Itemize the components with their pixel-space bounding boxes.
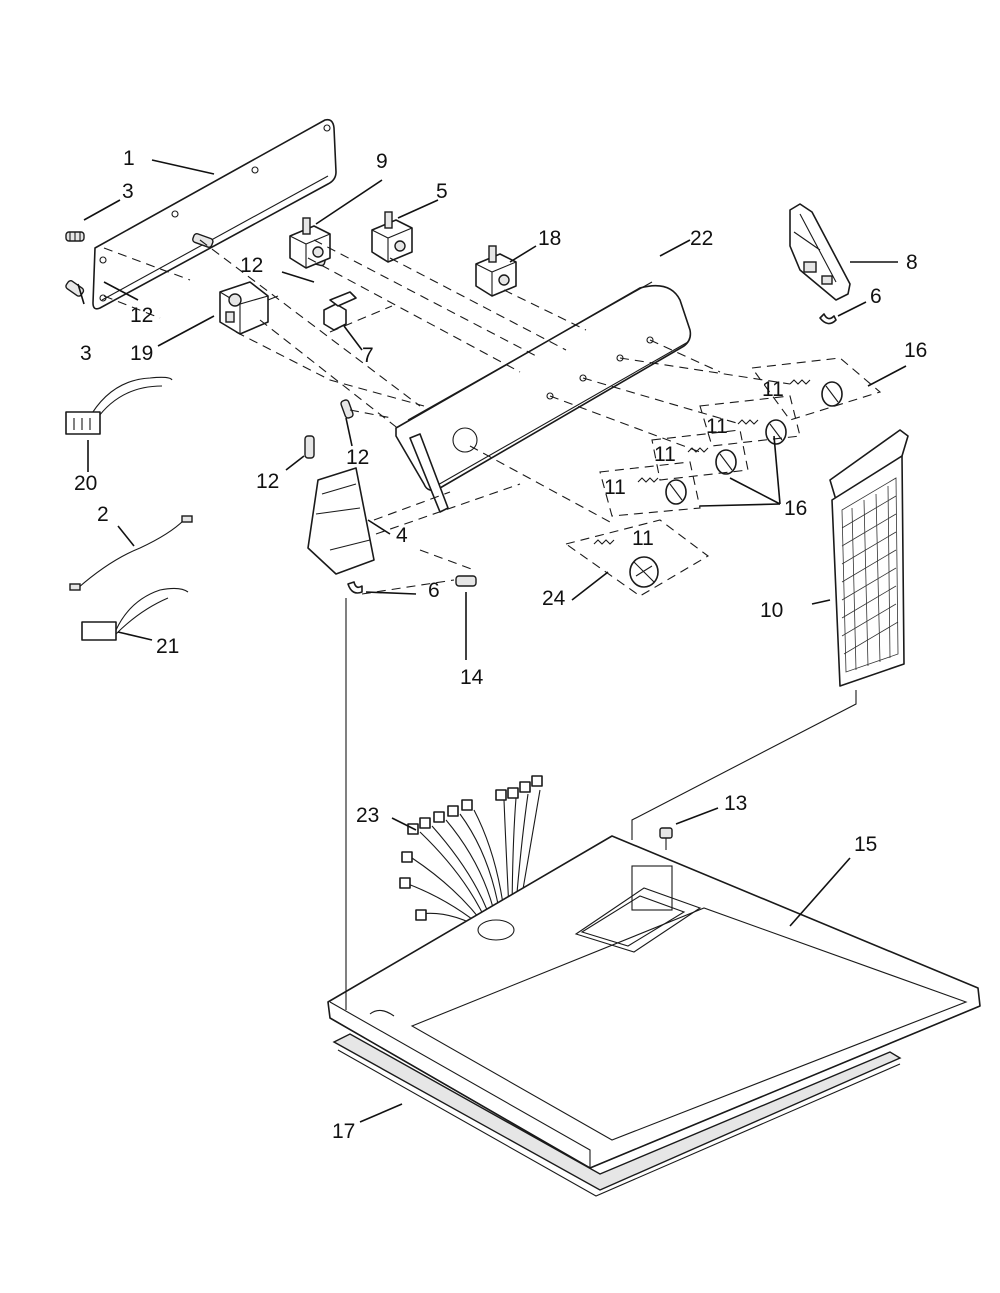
part-6-clip-left [347,581,363,594]
part-24-knob [629,556,659,588]
callout-13: 13 [724,792,747,815]
part-21-harness [81,587,189,641]
callout-4: 4 [396,524,408,547]
callout-14: 14 [460,666,484,689]
callout-19: 19 [130,342,153,365]
callout-17: 17 [332,1120,355,1143]
part-11-spring-1 [789,379,811,385]
callout-16-bottom: 16 [784,497,807,520]
callout-5: 5 [436,180,448,203]
callout-24: 24 [542,587,566,610]
part-19-timer [219,281,279,335]
callout-9: 9 [376,150,388,173]
part-3-screw-lower [65,280,85,297]
callout-12-left: 12 [256,470,279,493]
part-2-wire [69,515,193,591]
callout-11-a: 11 [762,378,784,401]
part-9-switch [289,217,331,269]
part-12-screw-console-mid [340,399,354,419]
callout-12-upper: 12 [240,254,263,277]
callout-6-left: 6 [428,579,440,602]
part-17-gasket [332,1033,902,1197]
callout-6-right: 6 [870,285,882,308]
part-16-knob-4 [665,479,687,505]
callout-12-mid: 12 [346,446,369,469]
part-7-switch-clip [323,291,357,331]
part-22-control-console [395,281,692,513]
part-5-switch [371,211,413,263]
callout-11-e: 11 [632,527,654,550]
part-11-spring-2 [737,419,759,425]
callout-20: 20 [74,472,97,495]
callout-23: 23 [356,804,379,827]
part-6-clip-right [819,313,837,325]
callout-10: 10 [760,599,783,622]
part-12-screw-console [304,435,315,459]
callout-8: 8 [906,251,918,274]
callout-21: 21 [156,635,179,658]
part-13-screw [659,827,673,850]
callout-7: 7 [362,344,374,367]
callout-3-upper: 3 [122,180,134,203]
callout-22: 22 [690,227,713,250]
part-14-screw [455,575,477,587]
callout-1: 1 [123,147,135,170]
part-3-screw-upper [65,231,85,242]
part-12-screw-bracket [192,232,214,248]
part-8-end-bracket [789,203,851,301]
callout-2: 2 [97,503,109,526]
callout-11-b: 11 [706,415,728,438]
callout-11-d: 11 [604,476,626,499]
part-4-end-cap [307,467,375,575]
part-18-switch [475,245,517,297]
part-20-harness [65,376,173,435]
part-10-lint-screen [829,429,909,687]
part-1-rear-bracket [92,118,337,310]
part-16-knob-3 [715,449,737,475]
callout-16-top: 16 [904,339,927,362]
callout-15: 15 [854,833,877,856]
callout-3-lower: 3 [80,342,92,365]
part-11-spring-5 [593,539,615,545]
part-16-knob-2 [765,419,787,445]
callout-12-bracket: 12 [130,304,153,327]
part-15-top-panel [327,835,981,1169]
callout-18: 18 [538,227,561,250]
part-11-spring-4 [637,477,659,483]
callout-11-c: 11 [654,443,676,466]
part-16-knob-1 [821,381,843,407]
